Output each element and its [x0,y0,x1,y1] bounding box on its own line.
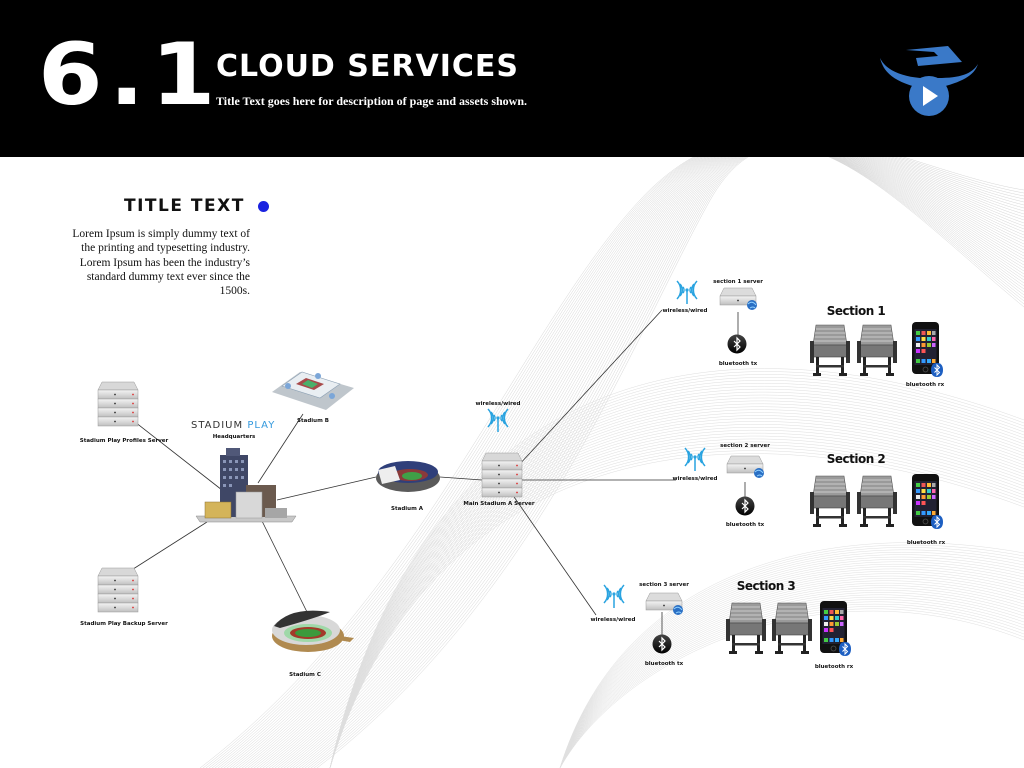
section-1-wireless-label: wireless/wired [662,308,708,314]
headquarters-building-icon [195,448,297,523]
page-title: CLOUD SERVICES [216,49,519,84]
sidebar-body-text: Lorem Ipsum is simply dummy text of the … [72,228,250,298]
stadium-play-brand: STADIUM PLAY [191,420,275,431]
section-3-bluetooth-rx-icon [838,641,852,657]
stadium-a-label: Stadium A [391,506,423,512]
main-wireless-label: wireless/wired [475,401,521,407]
profiles-server-icon [97,381,139,427]
stadium-c-icon [272,610,354,652]
section-3-seat-icon [725,602,767,655]
section-1-rx-label: bluetooth rx [905,382,945,388]
section-1-wireless-icon [676,280,698,305]
section-3-server-label: section 3 server [639,582,689,588]
stadium-play-logo-icon [880,46,978,116]
section-3-wireless-icon [603,584,625,609]
section-1-bluetooth-rx-icon [930,362,944,378]
profiles-server-label: Stadium Play Profiles Server [79,438,169,444]
section-2-wireless-label: wireless/wired [672,476,718,482]
connection-lines [125,309,746,636]
stadium-c-label: Stadium C [289,672,321,678]
sidebar-title: TITLE TEXT [124,196,245,216]
section-2-title: Section 2 [826,452,886,466]
link-profiles-hq [125,414,223,491]
stadium-a-icon [376,461,440,492]
backup-server-icon [97,567,139,613]
section-2-bluetooth-tx-icon [734,495,756,517]
bullet-dot-icon [258,201,269,212]
stadium-b-label: Stadium B [297,418,329,424]
section-1-seat-icon [809,324,851,377]
stadium-b-icon [272,371,354,410]
section-2-seat-icon [809,475,851,528]
section-number: 6.1 [38,25,222,125]
main-server-icon [481,452,523,498]
link-main-section3 [511,493,597,616]
section-2-wireless-icon [684,447,706,472]
section-1-server-label: section 1 server [713,279,763,285]
link-main-section1 [517,309,663,467]
brand-part-2: PLAY [247,420,276,431]
section-1-server-icon [719,287,758,311]
section-2-seat-icon [856,475,898,528]
section-3-seat-icon [771,602,813,655]
link-hq-backup [129,521,208,572]
section-2-bluetooth-rx-icon [930,514,944,530]
main-server-label: Main Stadium A Server [463,501,535,507]
link-stadium-b-hq [257,413,304,484]
link-stadium-a-main [439,476,483,481]
main-wireless-icon [487,408,509,433]
link-hq-stadium-a [276,476,377,501]
headquarters-label: Headquarters [212,434,256,440]
section-3-server-icon [645,592,684,616]
section-3-rx-label: bluetooth rx [814,664,854,670]
section-1-seat-icon [856,324,898,377]
section-3-title: Section 3 [736,579,796,593]
section-2-rx-label: bluetooth rx [906,540,946,546]
page-header: 6.1 CLOUD SERVICES Title Text goes here … [0,0,1024,157]
section-1-tx-label: bluetooth tx [718,361,758,367]
section-1-bluetooth-tx-icon [726,333,748,355]
section-3-tx-label: bluetooth tx [644,661,684,667]
section-3-bluetooth-tx-icon [651,633,673,655]
link-hq-stadium-c [261,520,308,613]
section-2-server-icon [726,455,765,479]
backup-server-label: Stadium Play Backup Server [80,621,168,627]
section-3-wireless-label: wireless/wired [590,617,636,623]
section-1-title: Section 1 [826,304,886,318]
background-waves [199,157,1024,768]
brand-part-1: STADIUM [191,420,244,431]
section-2-tx-label: bluetooth tx [725,522,765,528]
section-2-server-label: section 2 server [720,443,770,449]
page-subtitle: Title Text goes here for description of … [216,94,528,108]
